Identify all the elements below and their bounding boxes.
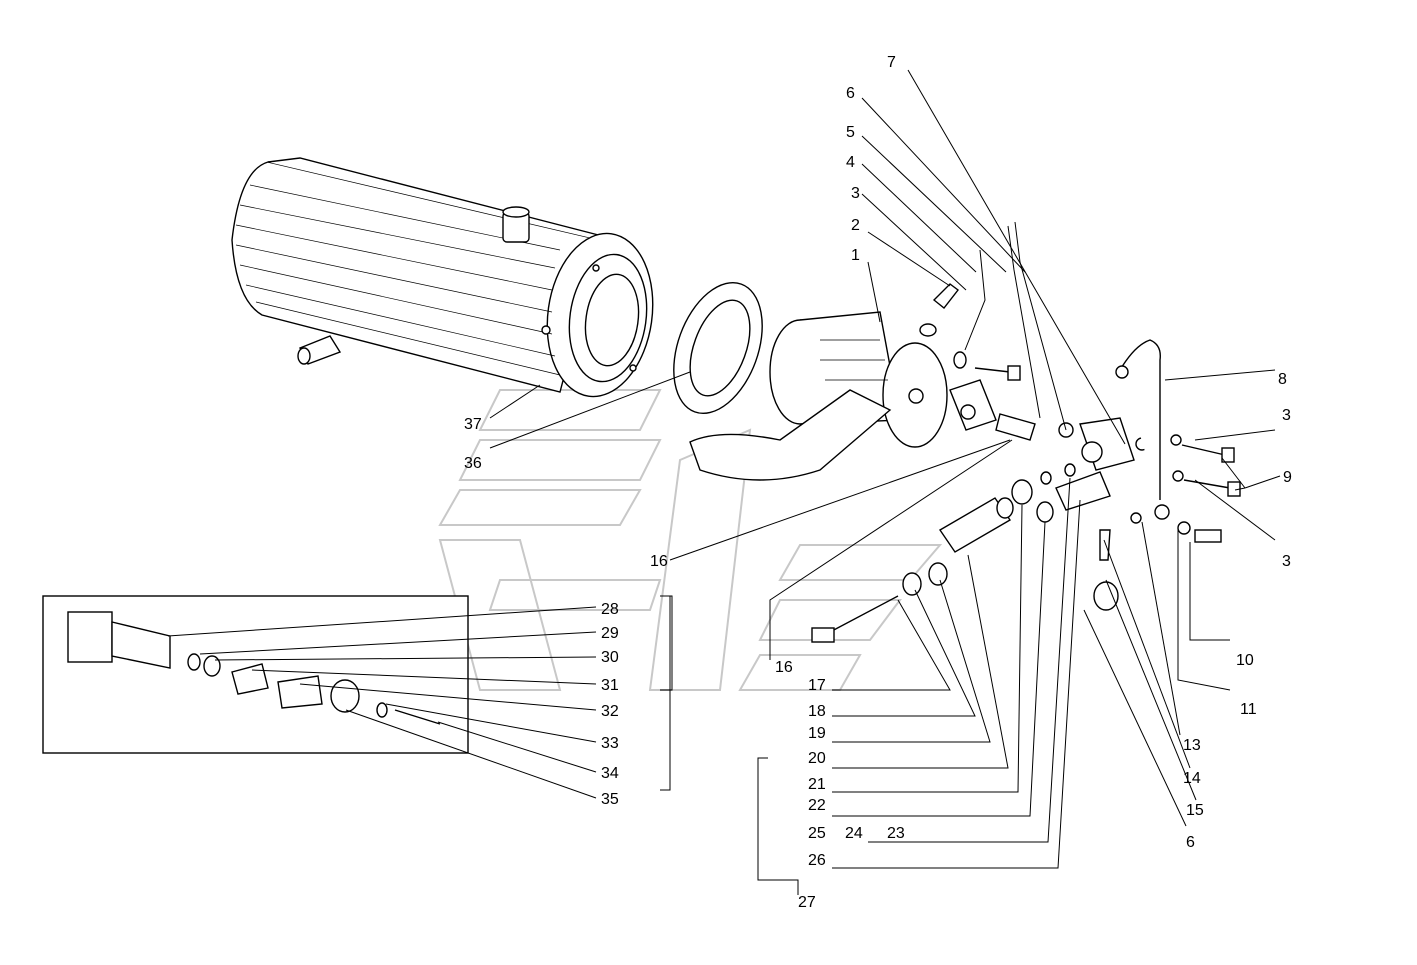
callout-10: 10: [1236, 652, 1254, 669]
heater-cylinder: [231, 157, 654, 398]
callout-3: 3: [1282, 407, 1291, 424]
callout-16: 16: [650, 553, 668, 570]
fitting-parts: [919, 283, 1149, 471]
callout-9: 9: [1283, 469, 1292, 486]
watermark-logo: [438, 389, 943, 691]
callout-6: 6: [1186, 834, 1195, 851]
callout-21: 21: [808, 776, 826, 793]
callout-37: 37: [464, 416, 482, 433]
callout-22: 22: [808, 797, 826, 814]
callout-32: 32: [601, 703, 619, 720]
gasket-part: [673, 281, 763, 415]
callout-4: 4: [846, 154, 855, 171]
callout-34: 34: [601, 765, 619, 782]
callout-7: 7: [887, 54, 896, 71]
callout-3: 3: [1282, 553, 1291, 570]
callout-24: 24: [845, 825, 863, 842]
callout-31: 31: [601, 677, 619, 694]
bolts: [1130, 434, 1241, 543]
pump-parts: [811, 463, 1119, 643]
callout-30: 30: [601, 649, 619, 666]
callout-2: 2: [851, 217, 860, 234]
callout-19: 19: [808, 725, 826, 742]
callout-17: 17: [808, 677, 826, 694]
callout-35: 35: [601, 791, 619, 808]
callout-3: 3: [851, 185, 860, 202]
callout-18: 18: [808, 703, 826, 720]
callout-16: 16: [775, 659, 793, 676]
callout-14: 14: [1183, 770, 1201, 787]
callout-15: 15: [1186, 802, 1204, 819]
callout-28: 28: [601, 601, 619, 618]
fuel-tube: [1119, 339, 1161, 500]
callout-36: 36: [464, 455, 482, 472]
callout-5: 5: [846, 124, 855, 141]
leader-lines: [167, 69, 1281, 895]
callout-26: 26: [808, 852, 826, 869]
callout-29: 29: [601, 625, 619, 642]
callout-8: 8: [1278, 371, 1287, 388]
callout-23: 23: [887, 825, 905, 842]
inset-parts: [67, 611, 441, 725]
callout-1: 1: [851, 247, 860, 264]
callout-6: 6: [846, 85, 855, 102]
callout-11: 11: [1240, 701, 1257, 718]
callout-20: 20: [808, 750, 826, 767]
burner-assembly: [689, 311, 948, 481]
callout-25: 25: [808, 825, 826, 842]
callout-33: 33: [601, 735, 619, 752]
callout-labels: 1 2 3 3 3 4 5 6 6 7 8 9 10 11 13 14 15 1…: [464, 54, 1292, 911]
callout-13: 13: [1183, 737, 1201, 754]
callout-27: 27: [798, 894, 816, 911]
